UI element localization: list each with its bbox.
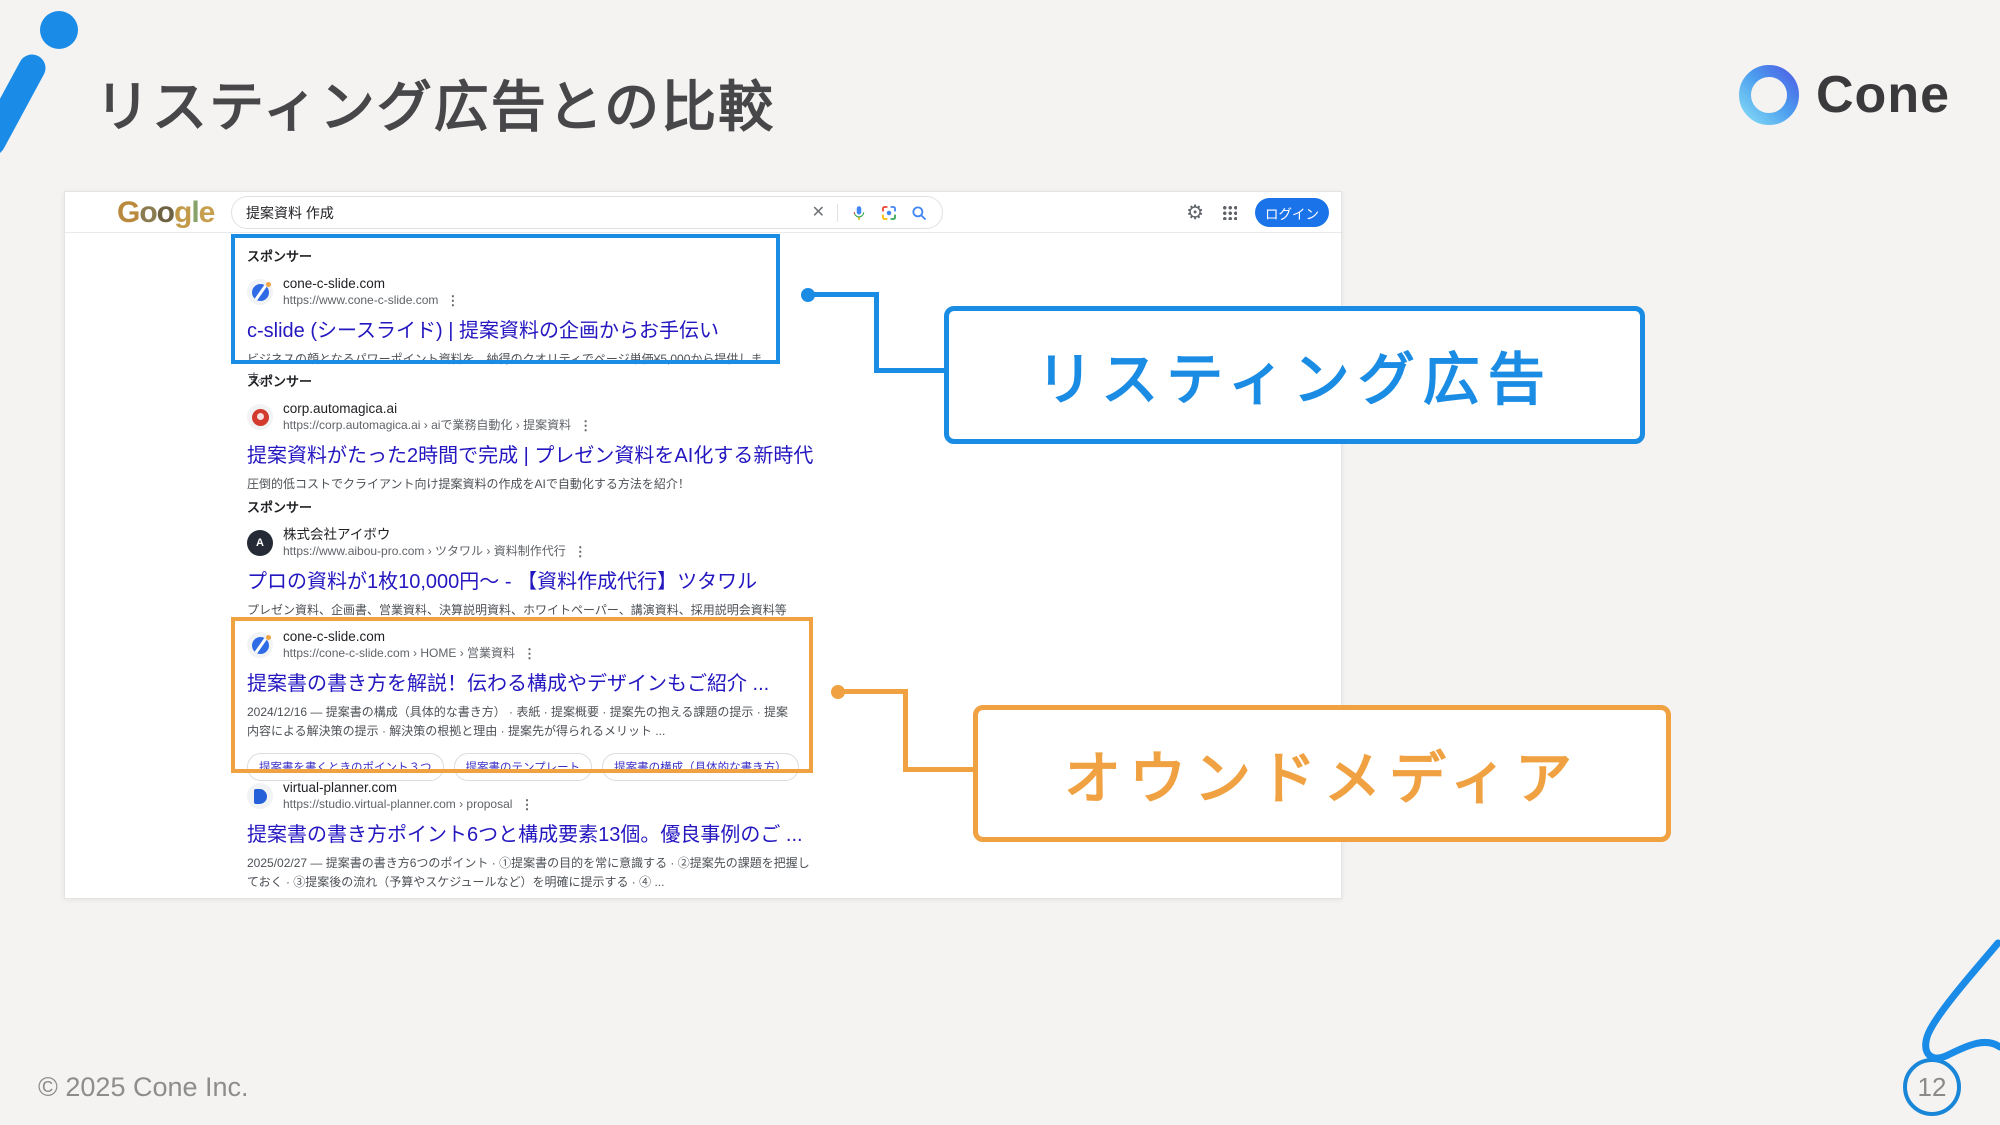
page-title: リスティング広告との比較 <box>95 76 776 138</box>
result-description: 2024/12/16 — 提案書の構成（具体的な書き方） · 表紙 · 提案概要… <box>247 705 789 739</box>
listing-ad-callout: リスティング広告 <box>944 306 1645 444</box>
search-icon[interactable] <box>910 204 928 222</box>
brand-logo: Cone <box>1738 64 1950 126</box>
site-meta: 株式会社アイボウ https://www.aibou-pro.com › ツタワ… <box>283 526 587 560</box>
sponsored-label: スポンサー <box>247 249 313 264</box>
related-chip[interactable]: 提案書のテンプレート <box>453 753 593 782</box>
more-options-icon[interactable]: ⋮ <box>520 796 534 812</box>
more-options-icon[interactable]: ⋮ <box>446 292 460 308</box>
result-title-link[interactable]: 提案書の書き方を解説！伝わる構成やデザインもご紹介 ... <box>247 673 770 696</box>
automagica-favicon <box>247 404 273 431</box>
related-chip[interactable]: 提案書の構成（具体的な書き方） <box>602 753 799 782</box>
owned-media-callout: オウンドメディア <box>973 705 1671 842</box>
site-meta: virtual-planner.com https://studio.virtu… <box>283 779 533 813</box>
site-meta: cone-c-slide.com https://cone-c-slide.co… <box>283 628 536 662</box>
sponsored-label: スポンサー <box>247 374 313 389</box>
related-chips: 提案書を書くときのポイント３つ 提案書のテンプレート 提案書の構成（具体的な書き… <box>247 753 799 782</box>
virtual-planner-mark-icon <box>253 788 267 804</box>
more-options-icon[interactable]: ⋮ <box>523 645 537 661</box>
voice-search-icon[interactable] <box>850 204 868 222</box>
search-query-text[interactable]: 提案資料 作成 <box>246 204 334 221</box>
site-row: cone-c-slide.com https://cone-c-slide.co… <box>247 628 799 662</box>
blue-connector-line <box>874 292 879 373</box>
logo-letter: o <box>156 196 175 229</box>
logo-letter: o <box>139 196 157 229</box>
search-result: cone-c-slide.com https://cone-c-slide.co… <box>247 628 799 782</box>
virtual-planner-favicon <box>247 783 273 810</box>
site-name[interactable]: corp.automagica.ai <box>283 401 398 416</box>
search-result: スポンサー corp.automagica.ai https://corp.au… <box>247 371 814 494</box>
top-left-accent-shape <box>0 11 78 153</box>
url-row: https://www.aibou-pro.com › ツタワル › 資料制作代… <box>283 544 587 561</box>
search-result: スポンサー cone-c-slide.com https://www.cone-… <box>247 246 776 388</box>
site-url[interactable]: https://www.cone-c-slide.com <box>283 293 439 308</box>
more-options-icon[interactable]: ⋮ <box>573 543 587 559</box>
site-row: A 株式会社アイボウ https://www.aibou-pro.com › ツ… <box>247 526 787 560</box>
blue-connector-line <box>874 368 944 373</box>
search-result: virtual-planner.com https://studio.virtu… <box>247 779 813 898</box>
site-row: corp.automagica.ai https://corp.automagi… <box>247 400 787 434</box>
cslide-mark-icon <box>251 636 269 654</box>
site-name[interactable]: 株式会社アイボウ <box>283 527 391 542</box>
site-url[interactable]: https://studio.virtual-planner.com › pro… <box>283 797 513 812</box>
site-meta: cone-c-slide.com https://www.cone-c-slid… <box>283 275 459 309</box>
more-options-icon[interactable]: ⋮ <box>579 417 593 433</box>
result-description: プレゼン資料、企画書、営業資料、決算説明資料、ホワイトペーパー、講演資料、採用説… <box>247 603 787 618</box>
orange-connector-line <box>903 767 973 772</box>
result-title-link[interactable]: 提案書の書き方ポイント6つと構成要素13個。優良事例のご ... <box>247 824 803 847</box>
result-title-link[interactable]: 提案資料がたった2時間で完成 | プレゼン資料をAI化する新時代 <box>247 445 814 468</box>
header-controls: ⚙ ログイン <box>1186 192 1329 233</box>
orange-connector-line <box>838 689 908 694</box>
url-row: https://studio.virtual-planner.com › pro… <box>283 797 533 814</box>
url-row: https://corp.automagica.ai › aiで業務自動化 › … <box>283 418 592 435</box>
site-row: cone-c-slide.com https://www.cone-c-slid… <box>247 275 776 309</box>
site-url[interactable]: https://corp.automagica.ai › aiで業務自動化 › … <box>283 418 572 433</box>
login-button[interactable]: ログイン <box>1255 198 1329 227</box>
result-title-link[interactable]: プロの資料が1枚10,000円〜 - 【資料作成代行】ツタワル <box>247 571 758 594</box>
search-result: スポンサー A 株式会社アイボウ https://www.aibou-pro.c… <box>247 497 787 620</box>
result-description: 2025/02/27 — 提案書の書き方6つのポイント · ①提案書の目的を常に… <box>247 856 810 890</box>
site-row: virtual-planner.com https://studio.virtu… <box>247 779 813 813</box>
url-row: https://cone-c-slide.com › HOME › 営業資料 ⋮ <box>283 646 536 663</box>
cslide-favicon <box>247 632 273 659</box>
aibou-favicon: A <box>247 530 273 557</box>
blue-connector-line <box>808 292 879 297</box>
cslide-favicon <box>247 279 273 306</box>
result-title-link[interactable]: c-slide (シースライド) | 提案資料の企画からお手伝い <box>247 320 719 343</box>
orange-connector-line <box>903 689 908 772</box>
lens-search-icon[interactable] <box>880 204 898 222</box>
google-logo[interactable]: Google <box>117 196 216 230</box>
search-input[interactable]: 提案資料 作成 ✕ <box>231 196 943 229</box>
google-header: Google 提案資料 作成 ✕ <box>65 192 1341 233</box>
url-row: https://www.cone-c-slide.com ⋮ <box>283 293 459 310</box>
logo-letter: G <box>117 196 140 229</box>
site-name[interactable]: cone-c-slide.com <box>283 629 386 644</box>
bottom-right-accent-shape <box>1922 939 2000 1062</box>
logo-letter: g <box>174 196 192 229</box>
clear-search-icon[interactable]: ✕ <box>811 203 825 221</box>
site-url[interactable]: https://cone-c-slide.com › HOME › 営業資料 <box>283 646 516 661</box>
copyright-text: © 2025 Cone Inc. <box>38 1072 249 1102</box>
site-name[interactable]: virtual-planner.com <box>283 780 398 795</box>
sponsored-label: スポンサー <box>247 500 313 515</box>
logo-letter: e <box>198 196 216 229</box>
logo-letter: l <box>191 196 199 229</box>
settings-gear-icon[interactable]: ⚙ <box>1186 201 1204 224</box>
google-apps-grid-icon[interactable] <box>1222 205 1237 220</box>
site-name[interactable]: cone-c-slide.com <box>283 276 386 291</box>
related-chip[interactable]: 提案書を書くときのポイント３つ <box>247 753 444 782</box>
divider <box>837 203 838 222</box>
cslide-mark-icon <box>251 283 269 301</box>
brand-name: Cone <box>1816 66 1950 124</box>
automagica-mark-icon <box>251 408 269 426</box>
result-description: 圧倒的低コストでクライアント向け提案資料の作成をAIで自動化する方法を紹介！ <box>247 477 690 492</box>
site-url[interactable]: https://www.aibou-pro.com › ツタワル › 資料制作代… <box>283 544 566 559</box>
cone-ring-icon <box>1739 65 1799 125</box>
site-meta: corp.automagica.ai https://corp.automagi… <box>283 400 592 434</box>
